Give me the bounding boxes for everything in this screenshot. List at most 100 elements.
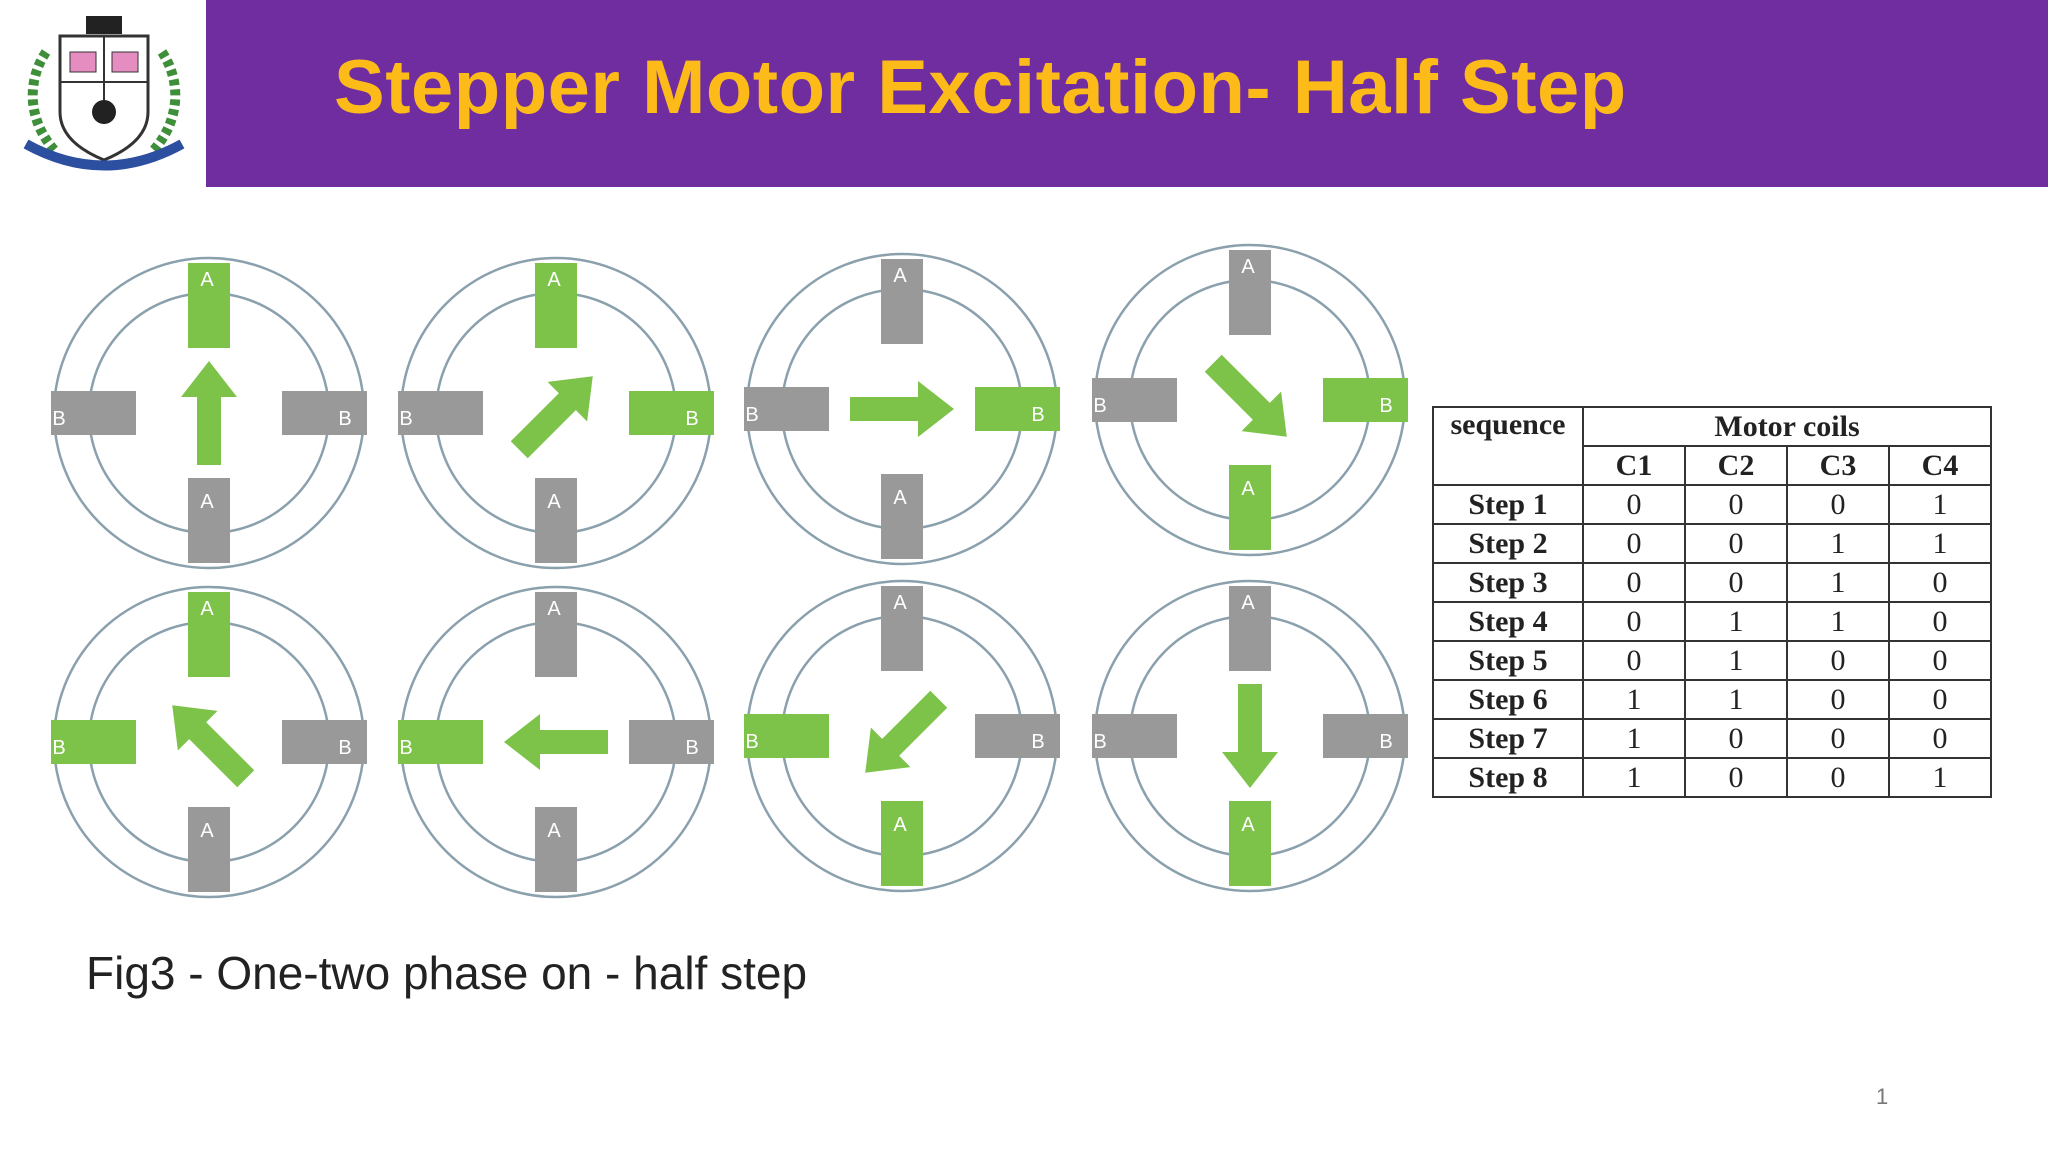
step-label: Step 7 (1432, 718, 1584, 759)
rotor-arrow-icon (510, 376, 593, 459)
coil-value: 0 (1684, 484, 1788, 525)
pole-b-left (744, 387, 829, 431)
pole-label: A (1241, 478, 1255, 500)
pole-b-left (1092, 378, 1177, 422)
pole-label: A (547, 269, 561, 291)
header-motor-coils: Motor coils (1582, 406, 1992, 447)
pole-a-bottom (881, 474, 923, 559)
pole-a-top (881, 586, 923, 671)
pole-label: A (200, 491, 214, 513)
step-label: Step 3 (1432, 562, 1584, 603)
header-coil-c3: C3 (1786, 445, 1890, 486)
institution-logo-icon (23, 16, 185, 171)
header-sequence: sequence (1432, 406, 1584, 486)
motor-step-6: A A B B (398, 585, 714, 899)
pole-label: A (1241, 256, 1255, 278)
step-label: Step 5 (1432, 640, 1584, 681)
coil-value: 0 (1582, 523, 1686, 564)
pole-label: B (1379, 395, 1392, 417)
coil-value: 0 (1888, 601, 1992, 642)
pole-a-top (1229, 250, 1271, 335)
step-label: Step 4 (1432, 601, 1584, 642)
pole-b-right (975, 714, 1060, 758)
pole-b-left (398, 391, 483, 435)
pole-a-bottom (881, 801, 923, 886)
coil-value: 0 (1786, 718, 1890, 759)
pole-label: B (52, 408, 65, 430)
coil-value: 0 (1888, 679, 1992, 720)
pole-label: A (893, 592, 907, 614)
pole-b-right (1323, 378, 1408, 422)
pole-a-bottom (535, 807, 577, 892)
coil-value: 1 (1786, 523, 1890, 564)
coil-value: 0 (1786, 757, 1890, 798)
pole-label: A (547, 491, 561, 513)
step-label: Step 1 (1432, 484, 1584, 525)
table-row: Step 7 1 0 0 0 (1432, 718, 1992, 759)
pole-a-top (1229, 586, 1271, 671)
pole-label: B (685, 408, 698, 430)
coil-value: 1 (1888, 484, 1992, 525)
pole-b-right (975, 387, 1060, 431)
coil-value: 0 (1888, 718, 1992, 759)
excitation-sequence-table: sequence Motor coils C1 C2 C3 C4 Step 1 … (1432, 406, 1992, 798)
pole-label: B (1379, 731, 1392, 753)
coil-value: 0 (1684, 718, 1788, 759)
pole-a-bottom (1229, 801, 1271, 886)
slide-title: Stepper Motor Excitation- Half Step (334, 45, 1627, 130)
motor-step-1: A A B B (51, 256, 367, 570)
table-row: Step 6 1 1 0 0 (1432, 679, 1992, 720)
pole-label: B (338, 737, 351, 759)
pole-a-top (535, 263, 577, 348)
coil-value: 0 (1888, 562, 1992, 603)
coil-value: 0 (1582, 601, 1686, 642)
coil-value: 1 (1582, 718, 1686, 759)
rotor-arrow-icon (1222, 684, 1278, 788)
pole-label: A (893, 487, 907, 509)
institution-logo-area (0, 0, 206, 187)
pole-label: A (547, 820, 561, 842)
pole-a-top (535, 592, 577, 677)
pole-a-bottom (535, 478, 577, 563)
pole-label: B (745, 404, 758, 426)
pole-label: A (1241, 814, 1255, 836)
table-row: Step 3 0 0 1 0 (1432, 562, 1992, 603)
pole-label: B (338, 408, 351, 430)
pole-a-bottom (1229, 465, 1271, 550)
rotor-arrow-icon (504, 714, 608, 770)
table-row: Step 1 0 0 0 1 (1432, 484, 1992, 525)
pole-label: B (1031, 731, 1044, 753)
rotor-arrow-icon (865, 690, 948, 773)
rotor-arrow-icon (181, 361, 237, 465)
coil-value: 1 (1582, 757, 1686, 798)
table-row: Step 8 1 0 0 1 (1432, 757, 1992, 798)
coil-value: 1 (1582, 679, 1686, 720)
pole-a-top (881, 259, 923, 344)
header-coil-c2: C2 (1684, 445, 1788, 486)
table-row: Step 2 0 0 1 1 (1432, 523, 1992, 564)
pole-label: B (745, 731, 758, 753)
coil-value: 1 (1888, 757, 1992, 798)
pole-label: B (399, 737, 412, 759)
coil-value: 0 (1786, 484, 1890, 525)
pole-label: B (685, 737, 698, 759)
pole-label: A (200, 269, 214, 291)
pole-b-right (1323, 714, 1408, 758)
coil-value: 1 (1684, 679, 1788, 720)
pole-b-right (282, 391, 367, 435)
page-number: 1 (1876, 1084, 1889, 1109)
figure-caption: Fig3 - One-two phase on - half step (86, 947, 808, 999)
coil-value: 0 (1684, 562, 1788, 603)
coil-value: 0 (1684, 523, 1788, 564)
coil-value: 0 (1786, 640, 1890, 681)
coil-value: 0 (1582, 640, 1686, 681)
coil-value: 0 (1786, 679, 1890, 720)
step-label: Step 2 (1432, 523, 1584, 564)
coil-value: 0 (1888, 640, 1992, 681)
header-coil-c1: C1 (1582, 445, 1686, 486)
pole-label: A (547, 598, 561, 620)
coil-value: 0 (1684, 757, 1788, 798)
